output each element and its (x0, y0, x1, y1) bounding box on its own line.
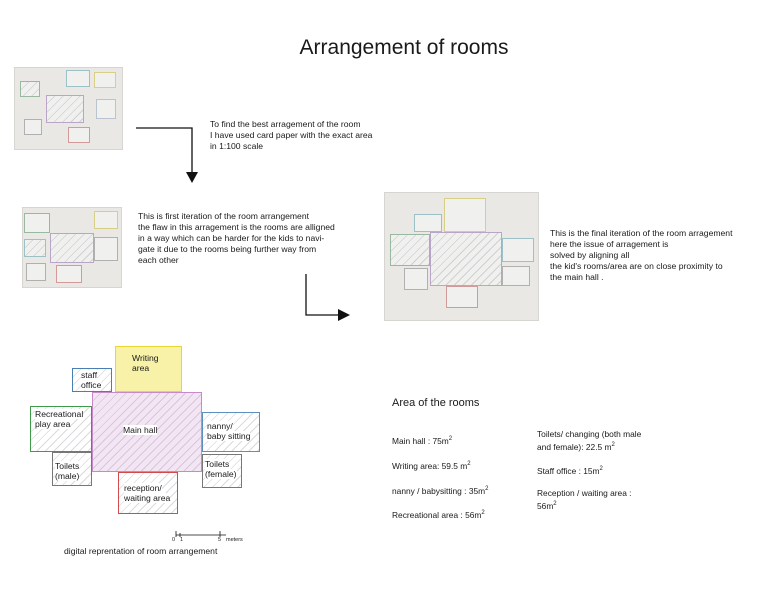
room-toilets-male: Toilets (male) (52, 452, 92, 486)
first-iteration-note: This is first iteration of the room arra… (138, 211, 335, 265)
room-staff-office: staff office (72, 368, 112, 392)
room-writing-area: Writing area (115, 346, 182, 392)
room-main-hall: Main hall (92, 392, 202, 472)
page-title: Arrangement of rooms (299, 36, 509, 59)
photo-final-iteration (384, 192, 539, 321)
room-reception-waiting-area: reception/ waiting area (118, 472, 178, 514)
area-main-hall: Main hall : 75m2 (392, 435, 453, 446)
final-iteration-note: This is the final iteration of the room … (550, 228, 733, 282)
scale-label-5: 5 (218, 537, 222, 543)
room-recreational-play-area: Recreational play area (30, 406, 92, 452)
areas-heading: Area of the rooms (392, 397, 480, 409)
photo-card-layout (14, 67, 123, 150)
area-nanny: nanny / babysitting : 35m2 (392, 485, 489, 496)
scale-label-unit: meters (226, 537, 243, 543)
area-writing: Writing area: 59.5 m2 (392, 460, 471, 471)
photo-first-iteration (22, 207, 122, 288)
room-nanny-baby-sitting: nanny/ baby sitting (202, 412, 260, 452)
area-recreational: Recreational area : 56m2 (392, 509, 485, 520)
area-reception: Reception / waiting area : 56m2 (537, 488, 632, 511)
room-toilets-female: Toilets (female) (202, 454, 242, 488)
area-toilets: Toilets/ changing (both male and female)… (537, 429, 642, 452)
plan-caption: digital reprentation of room arrangement (64, 546, 218, 556)
intro-note: To find the best arragement of the room … (210, 119, 373, 151)
area-staff: Staff office : 15m2 (537, 465, 603, 476)
scale-label-0: 0 (172, 537, 176, 543)
scale-label-1: 1 (180, 537, 184, 543)
